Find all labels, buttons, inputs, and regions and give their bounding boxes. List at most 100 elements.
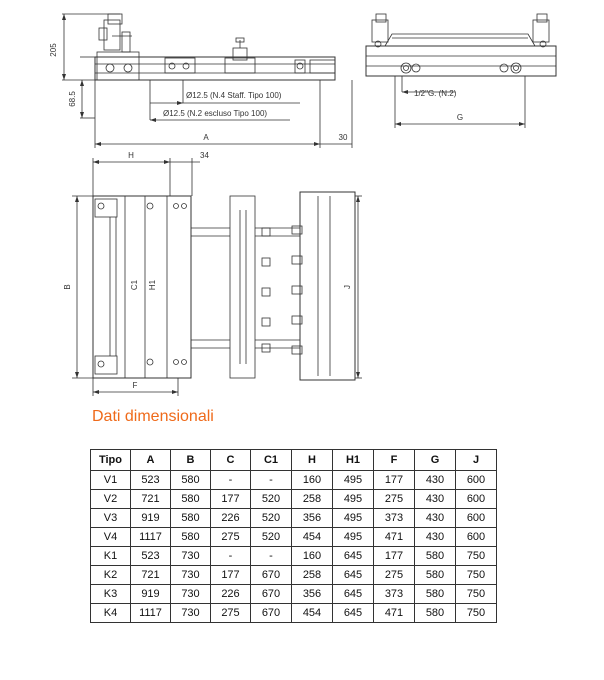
dim-B-label: B <box>63 284 72 289</box>
table-cell: 580 <box>170 489 211 509</box>
table-cell: 177 <box>210 565 251 585</box>
table-cell: 750 <box>455 565 497 585</box>
table-cell: 258 <box>291 565 333 585</box>
table-cell: 523 <box>130 470 171 490</box>
table-cell: 721 <box>130 489 171 509</box>
header-g: G <box>414 449 456 471</box>
table-cell: 356 <box>291 584 333 604</box>
header-a: A <box>130 449 171 471</box>
table-cell: 495 <box>332 489 374 509</box>
table-cell: 645 <box>332 546 374 566</box>
table-cell: 730 <box>170 584 211 604</box>
table-cell: 600 <box>455 527 497 547</box>
table-cell: 520 <box>250 508 292 528</box>
header-tipo: Tipo <box>90 449 131 471</box>
table-cell: V1 <box>90 470 131 490</box>
table-cell: 670 <box>250 584 292 604</box>
table-cell: 750 <box>455 603 497 623</box>
dim-68-5-label: 68.5 <box>68 91 77 107</box>
dim-G-label: G <box>457 113 463 122</box>
table-cell: 177 <box>373 546 415 566</box>
table-cell: 919 <box>130 508 171 528</box>
table-cell: 580 <box>170 508 211 528</box>
table-cell: 645 <box>332 603 374 623</box>
table-cell: 730 <box>170 603 211 623</box>
front-view: 1/2"G. (N.2) G <box>365 13 557 128</box>
dim-205-label: 205 <box>49 43 58 57</box>
table-cell: 177 <box>210 489 251 509</box>
table-cell: 275 <box>373 565 415 585</box>
header-c: C <box>210 449 251 471</box>
table-cell: 454 <box>291 527 333 547</box>
table-cell: 670 <box>250 603 292 623</box>
table-cell: 580 <box>170 527 211 547</box>
dim-30-label: 30 <box>339 133 348 142</box>
table-cell: 580 <box>414 584 456 604</box>
table-cell: 600 <box>455 470 497 490</box>
table-cell: 454 <box>291 603 333 623</box>
table-cell: 670 <box>250 565 292 585</box>
table-cell: K3 <box>90 584 131 604</box>
table-cell: V2 <box>90 489 131 509</box>
table-cell: - <box>210 470 251 490</box>
table-cell: 600 <box>455 508 497 528</box>
table-cell: 495 <box>332 508 374 528</box>
dim-H-label: H <box>128 151 134 160</box>
table-cell: 471 <box>373 603 415 623</box>
table-cell: 430 <box>414 470 456 490</box>
table-cell: 919 <box>130 584 171 604</box>
table-header-row: Tipo A B C C1 H H1 F G J <box>90 449 497 471</box>
table-cell: 1117 <box>130 603 171 623</box>
header-f: F <box>373 449 415 471</box>
table-cell: 373 <box>373 584 415 604</box>
table-cell: 356 <box>291 508 333 528</box>
table-cell: 275 <box>210 603 251 623</box>
table-cell: 721 <box>130 565 171 585</box>
dim-C1-label: C1 <box>130 279 139 290</box>
dim-A-label: A <box>203 133 209 142</box>
technical-drawing: 205 68.5 <box>49 13 557 396</box>
table-cell: 226 <box>210 508 251 528</box>
table-cell: 275 <box>210 527 251 547</box>
table-cell: 430 <box>414 508 456 528</box>
note-n4-label: Ø12.5 (N.4 Staff. Tipo 100) <box>186 91 282 100</box>
table-cell: 495 <box>332 470 374 490</box>
table-cell: 520 <box>250 489 292 509</box>
table-cell: V3 <box>90 508 131 528</box>
table-cell: V4 <box>90 527 131 547</box>
table-cell: 750 <box>455 546 497 566</box>
table-cell: 750 <box>455 584 497 604</box>
table-cell: 1117 <box>130 527 171 547</box>
table-cell: 495 <box>332 527 374 547</box>
table-cell: 523 <box>130 546 171 566</box>
header-b: B <box>170 449 211 471</box>
table-cell: 730 <box>170 546 211 566</box>
table-cell: 520 <box>250 527 292 547</box>
dim-J-label: J <box>343 285 352 289</box>
note-n2-label: Ø12.5 (N.2 escluso Tipo 100) <box>163 109 267 118</box>
section-title: Dati dimensionali <box>92 408 214 425</box>
table-cell: - <box>210 546 251 566</box>
table-cell: 645 <box>332 565 374 585</box>
table-cell: 730 <box>170 565 211 585</box>
table-cell: 580 <box>414 603 456 623</box>
table-cell: 430 <box>414 527 456 547</box>
table-cell: 580 <box>414 546 456 566</box>
header-j: J <box>455 449 497 471</box>
table-cell: 275 <box>373 489 415 509</box>
table-cell: 580 <box>170 470 211 490</box>
table-cell: 471 <box>373 527 415 547</box>
dim-F-label: F <box>133 381 138 390</box>
table-cell: 258 <box>291 489 333 509</box>
top-view: H 34 B C1 H1 <box>63 151 362 396</box>
table-cell: 373 <box>373 508 415 528</box>
table-cell: - <box>250 546 292 566</box>
thread-note-label: 1/2"G. (N.2) <box>414 89 457 98</box>
table-cell: K2 <box>90 565 131 585</box>
